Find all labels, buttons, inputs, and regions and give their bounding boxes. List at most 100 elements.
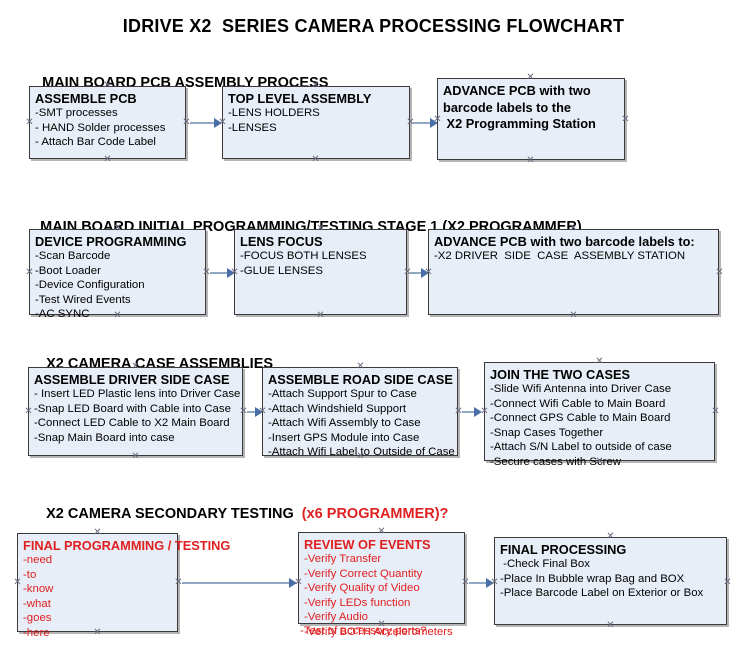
connection-handle-bottom[interactable] (595, 457, 604, 466)
connection-handle-bottom[interactable] (526, 156, 535, 165)
node-title: ASSEMBLE DRIVER SIDE CASE (34, 372, 230, 387)
connector-arrowhead (289, 578, 297, 588)
node-review-of-events[interactable]: REVIEW OF EVENTS -Verify Transfer -Verif… (298, 532, 465, 638)
connection-handle-top[interactable] (113, 224, 122, 233)
connection-handle-right[interactable] (711, 407, 720, 416)
connection-handle-right[interactable] (621, 115, 630, 124)
connector-final-programming-to-review-of-events (182, 582, 292, 584)
node-device-programming[interactable]: DEVICE PROGRAMMING -Scan Barcode -Boot L… (29, 229, 206, 320)
connection-handle-bottom[interactable] (113, 311, 122, 320)
connection-handle-left[interactable] (258, 407, 267, 416)
node-title: ASSEMBLE ROAD SIDE CASE (268, 372, 453, 387)
connection-handle-left[interactable] (218, 118, 227, 127)
node-line: -to (23, 568, 37, 581)
node-line: -Device Configuration (35, 279, 145, 292)
node-advance-pcb-to-x2-programming-station[interactable]: ADVANCE PCB with two barcode labels to t… (437, 78, 625, 160)
node-line: -Test Wired Events (35, 293, 131, 306)
node-assemble-driver-side-case[interactable]: ASSEMBLE DRIVER SIDE CASE - Insert LED P… (28, 367, 243, 456)
connection-handle-top[interactable] (356, 362, 365, 371)
connection-handle-bottom[interactable] (93, 628, 102, 637)
node-line: -Verify LEDs function (304, 596, 411, 609)
connection-handle-bottom[interactable] (316, 311, 325, 320)
node-line: -goes (23, 612, 52, 625)
connector-top-level-assembly-to-advance-pcb (413, 122, 433, 124)
node-line: -Snap Main Board into case (34, 431, 175, 444)
node-line: -AC SYNC (35, 308, 90, 321)
connection-handle-top[interactable] (526, 73, 535, 82)
connector-lens-focus-to-advance-pcb (410, 272, 424, 274)
connection-handle-left[interactable] (230, 268, 239, 277)
connection-handle-bottom[interactable] (569, 311, 578, 320)
node-final-processing[interactable]: FINAL PROCESSING -Check Final Box -Place… (494, 537, 727, 625)
node-line: -know (23, 583, 54, 596)
connection-handle-bottom[interactable] (377, 620, 386, 629)
node-line: -FOCUS BOTH LENSES (240, 250, 367, 262)
connection-handle-right[interactable] (723, 578, 732, 587)
connection-handle-bottom[interactable] (103, 155, 112, 164)
connection-handle-left[interactable] (480, 407, 489, 416)
connection-handle-bottom[interactable] (356, 452, 365, 461)
node-line: -LENSES (228, 121, 277, 134)
node-line: -Attach Wifi Assembly to Case (268, 417, 421, 430)
connection-handle-top[interactable] (606, 532, 615, 541)
node-line: -Insert GPS Module into Case (268, 431, 420, 444)
node-line: -Connect LED Cable to X2 Main Board (34, 417, 230, 430)
connection-handle-left[interactable] (13, 578, 22, 587)
connection-handle-left[interactable] (424, 268, 433, 277)
node-line: -Verify Correct Quantity (304, 567, 423, 580)
connection-handle-top[interactable] (595, 357, 604, 366)
page-title: IDRIVE X2 SERIES CAMERA PROCESSING FLOWC… (122, 16, 625, 36)
node-line: -Attach Wifi Label to Outside of Case (268, 446, 455, 459)
connection-handle-left[interactable] (490, 578, 499, 587)
section-heading-x2-camera-secondary-testing: X2 CAMERA SECONDARY TESTING (x6 PROGRAMM… (30, 490, 448, 538)
node-line: -Verify Audio (304, 611, 368, 624)
connection-handle-left[interactable] (433, 115, 442, 124)
connector-assemble-pcb-to-top-level-assembly (190, 122, 216, 124)
connection-handle-bottom[interactable] (311, 155, 320, 164)
connection-handle-left[interactable] (24, 407, 33, 416)
connection-handle-top[interactable] (311, 81, 320, 90)
connection-handle-top[interactable] (377, 527, 386, 536)
connection-handle-left[interactable] (294, 578, 303, 587)
node-join-the-two-cases[interactable]: JOIN THE TWO CASES -Slide Wifi Antenna i… (484, 362, 715, 468)
node-assemble-road-side-case[interactable]: ASSEMBLE ROAD SIDE CASE -Attach Support … (262, 367, 458, 458)
node-line: -Verify Transfer (304, 553, 382, 565)
node-line: -Place In Bubble wrap Bag and BOX (500, 572, 685, 585)
connection-handle-top[interactable] (316, 224, 325, 233)
connection-handle-left[interactable] (25, 268, 34, 277)
node-line: -here (23, 626, 50, 639)
connection-handle-top[interactable] (131, 362, 140, 371)
connector-device-programming-to-lens-focus (210, 272, 230, 274)
node-line: -Snap Cases Together (490, 426, 604, 439)
connection-handle-top[interactable] (103, 81, 112, 90)
node-line: -Attach Support Spur to Case (268, 388, 417, 400)
node-line: - HAND Solder processes (35, 121, 166, 134)
connector-arrowhead (474, 407, 482, 417)
connector-road-side-to-join-cases (462, 411, 477, 413)
connection-handle-bottom[interactable] (606, 621, 615, 630)
node-assemble-pcb[interactable]: ASSEMBLE PCB -SMT processes - HAND Solde… (29, 86, 186, 159)
node-line: -Connect GPS Cable to Main Board (490, 412, 671, 425)
node-title: LENS FOCUS (240, 234, 323, 249)
node-line: -Snap LED Board with Cable into Case (34, 402, 231, 415)
connection-handle-top[interactable] (569, 224, 578, 233)
node-line: -Check Final Box (500, 558, 590, 570)
connection-handle-left[interactable] (25, 118, 34, 127)
node-line: -X2 DRIVER SIDE CASE ASSEMBLY STATION (434, 250, 686, 262)
node-advance-pcb-to-driver-side-case[interactable]: ADVANCE PCB with two barcode labels to: … (428, 229, 719, 315)
node-final-programming-testing[interactable]: FINAL PROGRAMMING / TESTING -need -to -k… (17, 533, 231, 639)
node-line: -LENS HOLDERS (228, 107, 320, 119)
connection-handle-right[interactable] (715, 268, 724, 277)
node-line: -Boot Loader (35, 264, 101, 277)
connection-handle-top[interactable] (93, 528, 102, 537)
node-title: REVIEW OF EVENTS (304, 537, 431, 552)
node-line: -what (23, 597, 51, 610)
node-lens-focus[interactable]: LENS FOCUS -FOCUS BOTH LENSES -GLUE LENS… (234, 229, 407, 315)
node-title: FINAL PROGRAMMING / TESTING (23, 538, 231, 553)
node-title: ADVANCE PCB with two barcode labels to t… (443, 83, 596, 131)
node-line: -Verify BOTH Accelerometers (304, 625, 453, 638)
node-top-level-assembly[interactable]: TOP LEVEL ASSEMBLY -LENS HOLDERS -LENSES (222, 86, 410, 159)
node-line: -need (23, 554, 53, 566)
connection-handle-bottom[interactable] (131, 452, 140, 461)
